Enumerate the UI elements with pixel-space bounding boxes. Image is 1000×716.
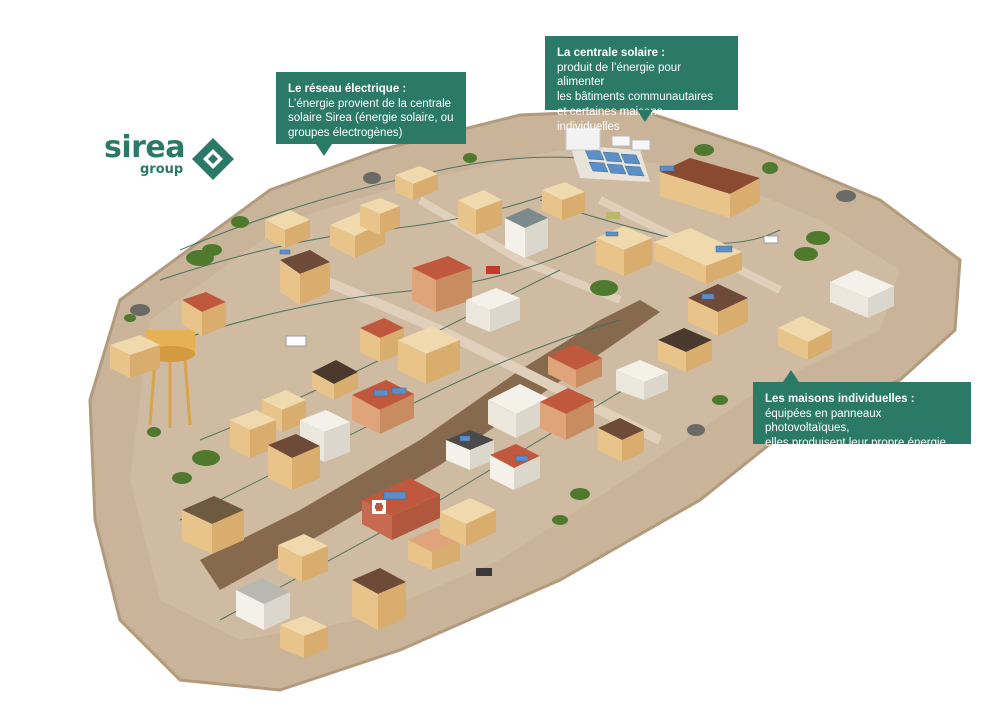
callout-solar-line-2: les bâtiments communautaires (557, 91, 713, 104)
callout-network-line-1: L’énergie provient de la centrale (288, 97, 452, 110)
callout-solar-pointer (637, 110, 653, 122)
callout-solar-title: La centrale solaire : (557, 47, 666, 59)
logo-wordmark: sirea (104, 130, 186, 165)
logo-submark: group (140, 162, 184, 177)
callout-individual-houses: Les maisons individuelles : équipées en … (753, 370, 971, 449)
main-road (200, 300, 660, 590)
buildings (110, 158, 894, 658)
callout-electric-network: Le réseau électrique : L’énergie provien… (276, 72, 466, 156)
callout-network-line-3: groupes électrogènes) (288, 127, 403, 140)
callout-network-pointer (316, 144, 332, 156)
callout-solar-line-3: et certaines maisons individuelles (557, 105, 663, 133)
trees (124, 144, 830, 525)
callout-network-line-2: solaire Sirea (énergie solaire, ou (288, 112, 454, 125)
callout-solar-line-1: produit de l’énergie pour alimenter (557, 61, 682, 89)
solar-plant (565, 127, 651, 182)
callout-houses-pointer (783, 370, 799, 382)
diamond-logo-icon (192, 138, 234, 180)
callout-houses-title: Les maisons individuelles : (765, 393, 915, 405)
callout-network-title: Le réseau électrique : (288, 83, 407, 95)
callout-houses-line-2: elles produisent leur propre énergie (765, 437, 946, 450)
rooftop-panels (279, 165, 733, 500)
rocks (130, 172, 856, 436)
callout-solar-plant: La centrale solaire : produit de l’énerg… (545, 36, 738, 133)
vehicles (285, 212, 779, 576)
sirea-group-logo: sirea group (104, 130, 236, 186)
callout-houses-line-1: équipées en panneaux photovoltaïques, (765, 407, 882, 435)
